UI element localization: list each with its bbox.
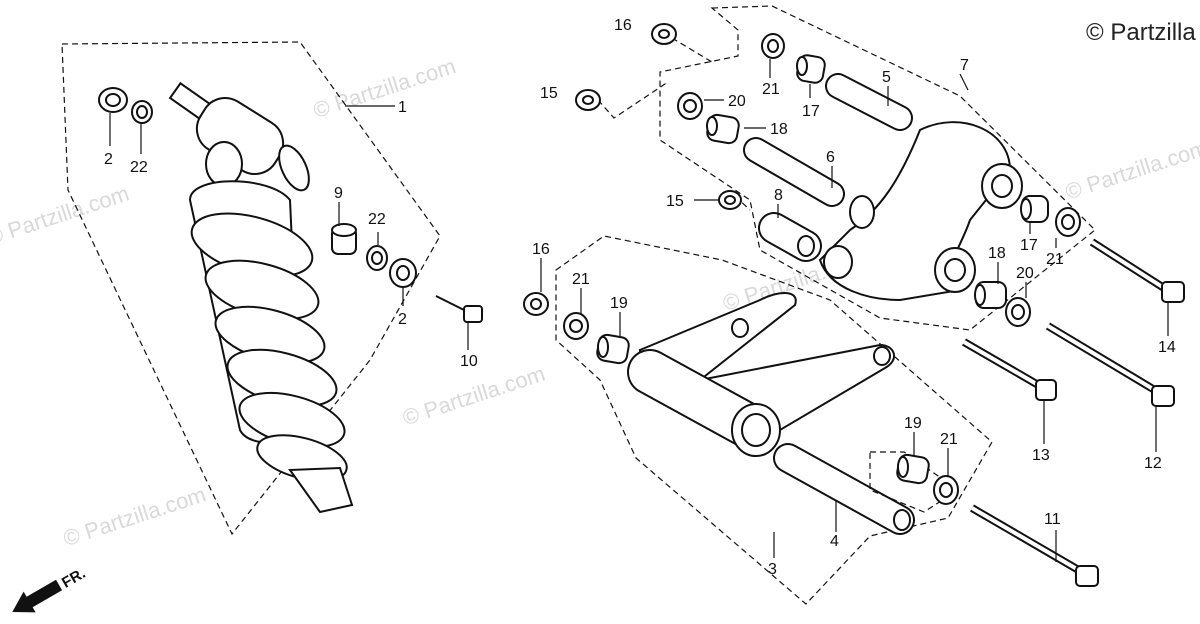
leader-lines-arm [540, 59, 1169, 562]
nut-16-top [651, 23, 677, 45]
callout-21: 21 [762, 81, 780, 98]
callout-3: 3 [768, 561, 777, 578]
callout-2: 2 [104, 151, 113, 168]
callout-5: 5 [882, 69, 891, 86]
callout-19: 19 [610, 295, 628, 312]
seal-20-top [677, 92, 703, 120]
bolt-14 [1089, 238, 1185, 303]
pipe-4 [773, 443, 915, 535]
bearing-17-right [1020, 195, 1049, 223]
callout-4: 4 [830, 533, 839, 550]
callout-18: 18 [770, 121, 788, 138]
bolt-12 [1045, 322, 1175, 407]
watermark: © Partzilla.com [1062, 135, 1200, 205]
dashed-leader [597, 81, 669, 119]
callout-9: 9 [334, 185, 343, 202]
shock-group-outline [61, 41, 441, 536]
seal-21-lower [563, 312, 589, 340]
watermark: © Partzilla.com [399, 361, 548, 431]
callout-10: 10 [460, 353, 478, 370]
front-direction-arrow: FR. [12, 565, 88, 613]
watermark: © Partzilla.com [0, 181, 132, 251]
callout-16: 16 [614, 17, 632, 34]
seal-21-top [761, 33, 785, 59]
seal-20-right [1005, 297, 1031, 327]
washer-2-top [98, 87, 128, 113]
pipe-5 [825, 73, 913, 131]
washer-2-right [389, 258, 417, 288]
callout-18: 18 [988, 245, 1006, 262]
rear-shock-absorber [168, 81, 354, 514]
seal-21-right [1055, 207, 1081, 237]
callout-12: 12 [1144, 455, 1162, 472]
callout-13: 13 [1032, 447, 1050, 464]
callout-1: 1 [398, 99, 407, 116]
seal-21-right-lower [933, 475, 959, 505]
cushion-rod-3 [627, 292, 895, 457]
callout-15: 15 [540, 85, 558, 102]
cushion-arm-7 [818, 121, 1023, 302]
bearing-18-top [706, 113, 740, 145]
bolt-10 [435, 295, 483, 323]
callout-16: 16 [532, 241, 550, 258]
watermark: © Partzilla.com [310, 53, 459, 123]
copyright-text: © Partzilla [1086, 19, 1196, 46]
collar-9 [331, 223, 357, 255]
leader-lines-shock [109, 105, 469, 350]
dashed-leader [671, 37, 713, 63]
callout-21: 21 [572, 271, 590, 288]
callout-17: 17 [802, 103, 820, 120]
bearing-17-top [796, 54, 826, 84]
nut-15-top [575, 89, 601, 111]
bearing-19-lower [596, 333, 630, 365]
rod-group-outline [555, 235, 993, 605]
callout-17: 17 [1020, 237, 1038, 254]
arm-group-outline [659, 5, 1096, 331]
bearing-19-right [896, 453, 930, 485]
bolt-13 [961, 338, 1057, 401]
front-label: FR. [59, 565, 88, 592]
collar-8 [758, 212, 822, 262]
callout-20: 20 [1016, 265, 1034, 282]
arrow-left-icon [12, 579, 63, 613]
bolt-11 [969, 504, 1099, 587]
callout-15: 15 [666, 193, 684, 210]
callout-6: 6 [826, 149, 835, 166]
pipe-6 [743, 137, 845, 207]
callout-21: 21 [1046, 251, 1064, 268]
callout-22: 22 [130, 159, 148, 176]
nut-16-lower [523, 292, 549, 316]
coil-spring [190, 212, 348, 482]
washer-22-right [366, 245, 388, 271]
watermark: © Partzilla.com [60, 482, 209, 552]
callout-2: 2 [398, 311, 407, 328]
callout-8: 8 [774, 187, 783, 204]
callout-7: 7 [960, 57, 969, 74]
nut-15-mid [718, 190, 742, 210]
callout-labels: 1 2 22 2 22 9 10 16 15 21 20 17 18 5 6 7… [104, 17, 1176, 578]
callout-11: 11 [1044, 511, 1061, 528]
callout-19: 19 [904, 415, 922, 432]
callout-21: 21 [940, 431, 958, 448]
callout-14: 14 [1158, 339, 1176, 356]
bearing-18-right [974, 281, 1007, 309]
callout-22: 22 [368, 211, 386, 228]
callout-20: 20 [728, 93, 746, 110]
washer-22-top [131, 100, 153, 124]
